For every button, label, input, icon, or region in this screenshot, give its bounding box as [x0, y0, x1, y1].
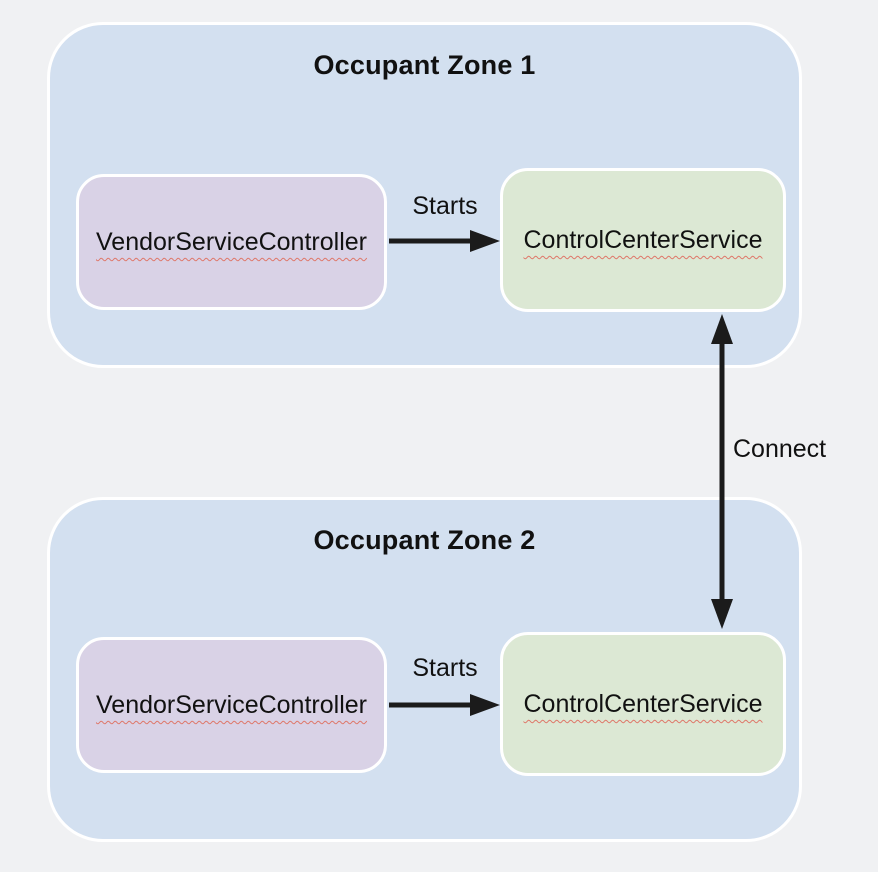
- zone-1-control-center-service-label: ControlCenterService: [523, 226, 763, 254]
- zone-2-control-center-service-box: ControlCenterService: [500, 632, 786, 776]
- starts-label-zone1: Starts: [412, 192, 478, 220]
- zone-1-control-center-service-box: ControlCenterService: [500, 168, 786, 312]
- occupant-zone-2: Occupant Zone 2 VendorServiceController …: [47, 497, 802, 842]
- zone-2-title: Occupant Zone 2: [313, 525, 536, 555]
- zone-2-vendor-service-controller-label: VendorServiceController: [96, 691, 367, 719]
- occupant-zone-1: Occupant Zone 1 VendorServiceController …: [47, 22, 802, 368]
- zone-1-vendor-service-controller-label: VendorServiceController: [96, 228, 367, 256]
- zone-2-vendor-service-controller-box: VendorServiceController: [76, 637, 387, 773]
- connect-label: Connect: [733, 435, 827, 463]
- starts-label-zone2: Starts: [412, 654, 478, 682]
- zone-1-vendor-service-controller-box: VendorServiceController: [76, 174, 387, 310]
- zone-2-control-center-service-label: ControlCenterService: [523, 690, 763, 718]
- zone-1-title: Occupant Zone 1: [313, 50, 536, 80]
